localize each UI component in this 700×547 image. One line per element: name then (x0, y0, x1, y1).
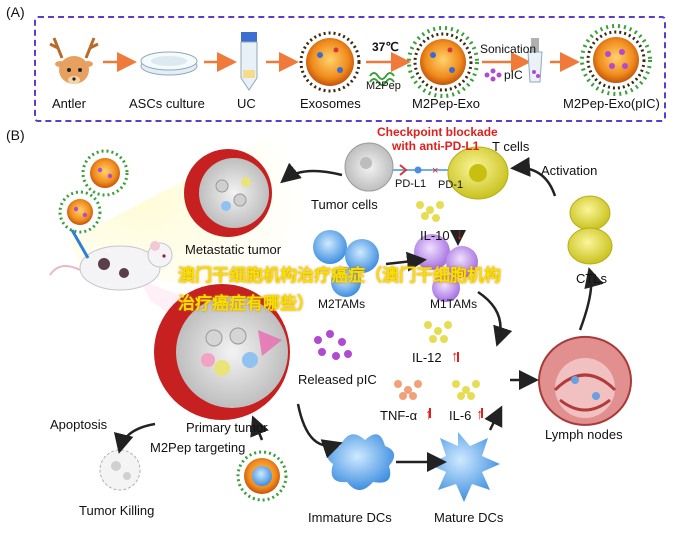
il6-up-arrow-icon: ↑ (476, 406, 484, 423)
exosome-icon (81, 149, 129, 197)
m1tams-label: M1TAMs (430, 297, 478, 311)
m2pep-label: M2Pep (366, 80, 401, 92)
m2tams-label: M2TAMs (318, 297, 366, 311)
targeting-exosome-icon (236, 450, 288, 502)
antler-deer-icon (49, 37, 99, 84)
m2tam-icon (313, 230, 379, 297)
sonication-probe-icon (527, 38, 543, 83)
overlay-watermark-text: 澳门干细胞机构治疗癌症（澳门干细胞机构治疗癌症有哪些） (178, 266, 501, 314)
ctl-cell-icon (567, 195, 613, 265)
panel-a-label: (A) (6, 4, 25, 20)
apoptosis-label: Apoptosis (50, 417, 108, 432)
t-cell-icon (447, 146, 509, 200)
step-exosomes: Exosomes (300, 96, 361, 111)
primary-tumor-icon (154, 284, 290, 420)
il10-cytokine-icon (416, 201, 444, 222)
exosome-icon (58, 190, 102, 234)
tumor-killing-label: Tumor Killing (79, 503, 155, 518)
il10-down-arrow-icon: ↓ (456, 226, 464, 243)
checkpoint-line2: with anti-PD-L1 (392, 139, 480, 153)
tumor-cells-label: Tumor cells (311, 197, 378, 212)
pic-dots-icon (484, 68, 502, 82)
step-antler: Antler (52, 96, 86, 111)
pd-l1-label: PD-L1 (395, 178, 427, 190)
primary-tumor-label: Primary tumor (186, 420, 268, 435)
panel-a-frame (34, 16, 666, 122)
released-pic-icon (314, 330, 352, 360)
sonication-label: Sonication (480, 42, 537, 56)
m2pep-exo-pic-icon (580, 24, 652, 96)
tnf-label: TNF-α (380, 408, 418, 423)
mouse-icon (49, 229, 173, 291)
m2pep-exo-icon (407, 26, 479, 98)
released-pic-label: Released pIC (298, 372, 377, 387)
mature-dcs-label: Mature DCs (434, 510, 504, 525)
il6-cytokine-icon (452, 380, 480, 400)
ctls-label: CTLs (576, 271, 608, 286)
exosome-icon (299, 31, 361, 93)
lymph-node-icon (538, 335, 632, 426)
pd-1-label: PD-1 (438, 179, 464, 191)
centrifuge-tube-icon (240, 32, 258, 91)
step-uc: UC (237, 96, 256, 111)
il12-cytokine-icon (424, 321, 452, 343)
tumor-killing-icon (99, 449, 141, 491)
il12-up-arrow-icon: ↑ (451, 348, 459, 365)
svg-text:×: × (432, 165, 438, 177)
temperature-label: 37℃ (372, 40, 399, 54)
step-m2pep-exo-pic: M2Pep-Exo(pIC) (563, 96, 660, 111)
il12-label: IL-12 (412, 350, 442, 365)
checkpoint-line1: Checkpoint blockade (377, 125, 498, 139)
il6-label: IL-6 (449, 408, 472, 423)
step-m2pep-exo: M2Pep-Exo (412, 96, 480, 111)
tumor-cell-icon (344, 142, 394, 192)
petri-dish-icon (140, 51, 198, 76)
t-cells-label: T cells (492, 139, 530, 154)
immature-dcs-label: Immature DCs (308, 510, 392, 525)
panel-b-label: (B) (6, 127, 25, 143)
m2pep-targeting-label: M2Pep targeting (150, 440, 246, 455)
metastatic-tumor-label: Metastatic tumor (185, 242, 282, 257)
tnf-up-arrow-icon: ↑ (425, 406, 433, 423)
immature-dc-icon (327, 434, 395, 490)
tnf-cytokine-icon (394, 380, 422, 400)
mature-dc-icon (428, 432, 500, 502)
metastatic-tumor-icon (184, 149, 272, 237)
pic-label: pIC (504, 68, 523, 82)
activation-label: Activation (541, 163, 598, 178)
il10-label: IL-10 (420, 228, 450, 243)
lymph-nodes-label: Lymph nodes (545, 427, 623, 442)
step-ascs-culture: ASCs culture (129, 96, 205, 111)
